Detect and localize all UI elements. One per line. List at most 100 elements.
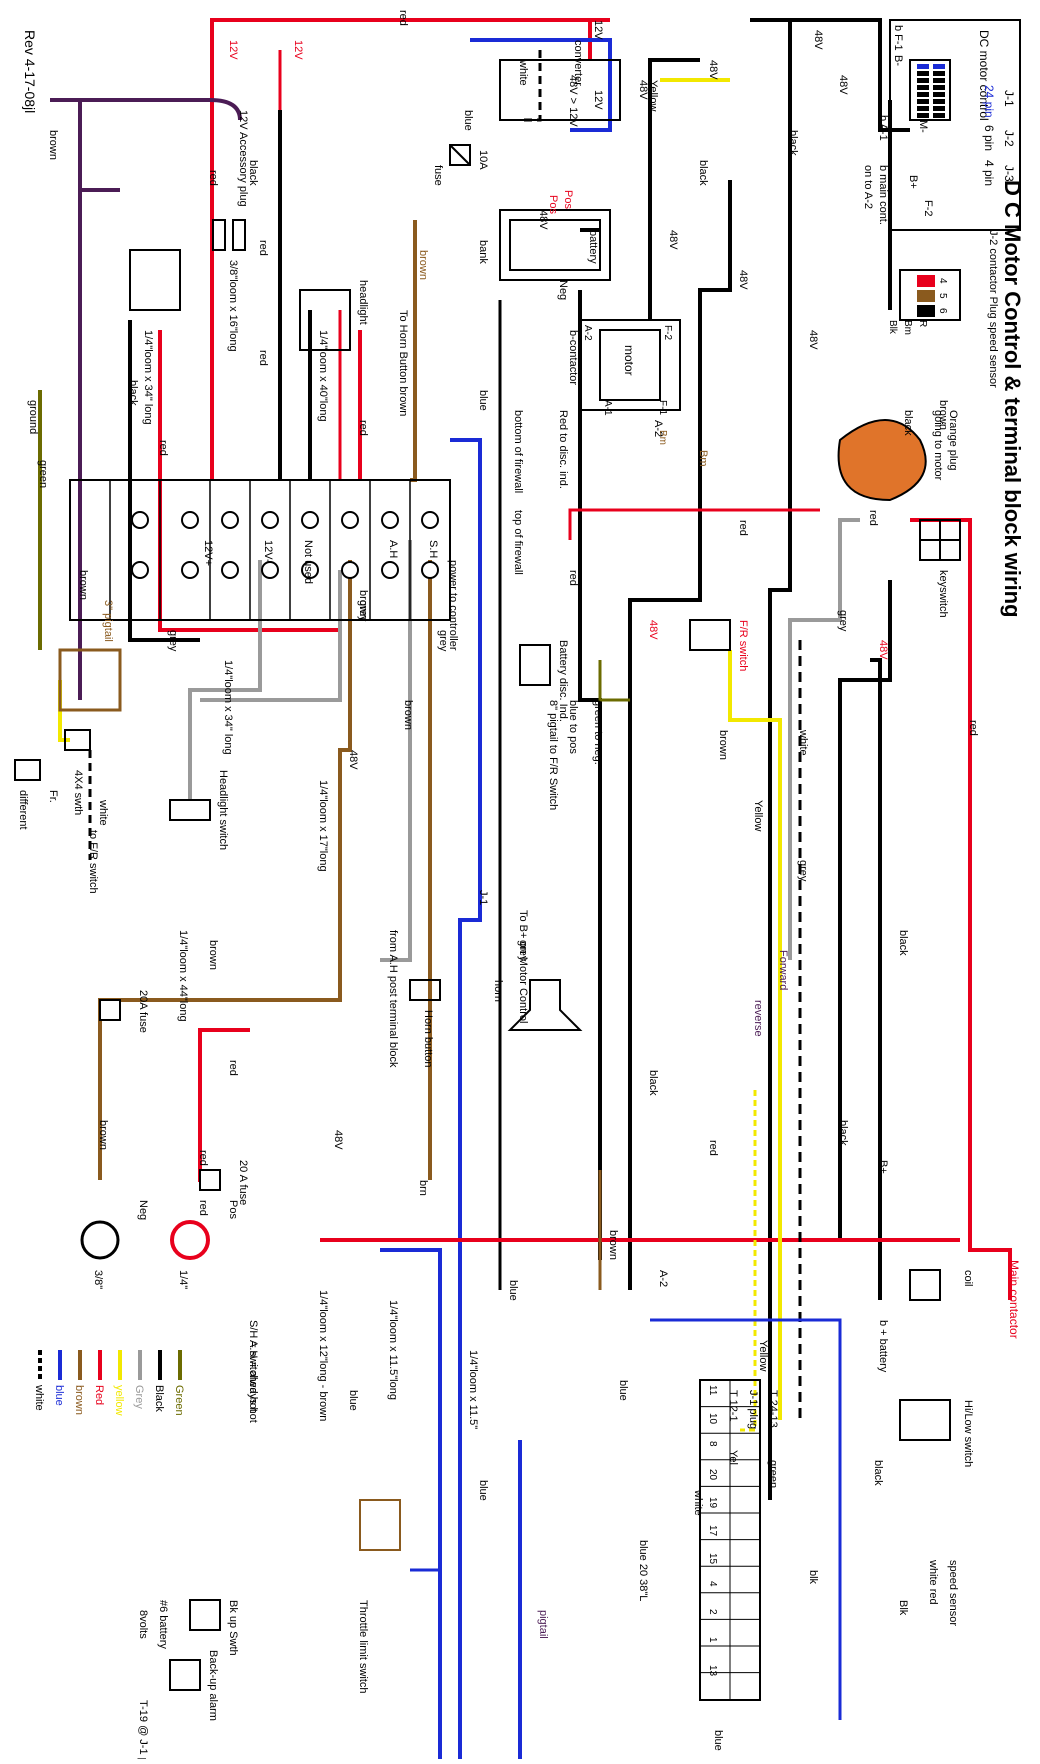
headlight-switch — [169, 799, 211, 821]
lbl-red-k: red — [197, 1150, 209, 1166]
loom17-label: 1/4"loom x 17"long — [317, 780, 329, 872]
battery-bank — [499, 209, 611, 281]
lbl-48v-i: 48V — [647, 620, 659, 640]
terminal-post — [301, 561, 319, 579]
j2-label: J-2 — [1002, 130, 1016, 147]
throttle-switch — [359, 1499, 401, 1551]
lbl-blue-b: blue — [477, 390, 489, 411]
firewall-top: top of firewall — [512, 510, 524, 575]
terminal-post — [341, 561, 359, 579]
wire-black-34 — [128, 320, 200, 642]
battery-pos: Pos — [547, 195, 559, 214]
diagram-title: D C Motor Control & terminal block wirin… — [1000, 180, 1025, 618]
terminal-post — [421, 561, 439, 579]
horn-button — [409, 979, 441, 1001]
4x4-label: 4X4 swth — [72, 770, 84, 815]
wire-red-12v-main — [590, 18, 610, 22]
lbl-48v-j: 48V — [877, 640, 889, 660]
speed-plug-pin4: 4 — [937, 278, 948, 284]
converter-rating: 48V > 12V — [567, 75, 579, 127]
pin4-label: 4 pin — [982, 160, 996, 186]
tb-12vplus: 12V+ — [202, 540, 214, 566]
lbl-ground: ground — [27, 400, 39, 434]
wire-grey-keyswitch — [788, 518, 860, 960]
accessory-loom: 3/8"loom x 16"long — [227, 260, 239, 352]
connector-pins — [917, 64, 945, 118]
pin6-label: 6 pin — [982, 125, 996, 151]
j1-pin-number: 19 — [707, 1497, 718, 1509]
lbl-yellow-a: Yellow — [647, 80, 659, 111]
neg-post — [80, 1220, 120, 1260]
terminal-post — [381, 561, 399, 579]
speed-sensor-blk: Blk — [897, 1600, 909, 1616]
note-a2: on to A-2 — [862, 165, 874, 209]
loom34-label: 1/4"loom x 34" long — [142, 330, 154, 425]
terminal-post — [261, 511, 279, 529]
legend-note-ah: A.H = always hot — [247, 1340, 259, 1423]
lbl-grey-e: grey — [797, 860, 809, 882]
diff-switch — [14, 759, 41, 781]
lbl-red-h: red — [567, 570, 579, 586]
lbl-black-g: black — [897, 930, 909, 956]
j3-label: J-3 — [1002, 165, 1016, 182]
indicator-red: Red to disc. ind. — [557, 410, 569, 489]
fuse-20a-b — [199, 1169, 221, 1191]
lbl-black-h: black — [837, 1120, 849, 1146]
revision: Rev 4-17-08jl — [22, 30, 38, 113]
fr-switch — [689, 619, 731, 651]
speed-plug-blk: Blk — [887, 320, 898, 335]
lbl-brown-g: brown — [717, 730, 729, 760]
post-pos-size: 1/4" — [177, 1270, 189, 1289]
dc-motor-control-box — [889, 19, 1021, 231]
keyswitch-label: keyswitch — [937, 570, 949, 618]
terminal-post — [221, 511, 239, 529]
legend-label: Red — [93, 1385, 105, 1405]
tb-notused: Not used — [302, 540, 314, 584]
connector-pin — [933, 113, 945, 118]
term-bplus: B+ — [907, 175, 919, 189]
fr-label: Fr. — [47, 790, 59, 803]
legend-label: white — [33, 1384, 45, 1411]
terminal-post — [261, 561, 279, 579]
backup-alarm — [169, 1659, 201, 1691]
lbl-blue-a: blue — [462, 110, 474, 131]
j1-pin-number: 13 — [707, 1665, 718, 1677]
terminal-post — [301, 511, 319, 529]
tb-ah: A.H — [387, 540, 399, 558]
wire-blue-115 — [380, 1248, 442, 1760]
headlight-2 — [129, 249, 181, 311]
fuse10-label: 10A — [477, 150, 489, 170]
lbl-grey-c: grey — [437, 630, 449, 652]
backup-alarm-label: Back-up alarm — [207, 1650, 219, 1721]
term-f2: F-2 — [922, 200, 934, 217]
main-contactor — [909, 1269, 941, 1301]
j1-pin-number: 20 — [707, 1469, 718, 1481]
speed-plug-r: R — [917, 320, 928, 327]
wire-black-right — [870, 658, 882, 1300]
orange-plug — [837, 419, 927, 502]
connector-pin — [917, 113, 929, 118]
legend-label: yellow — [113, 1385, 125, 1416]
lbl-yel: Yel — [727, 1450, 739, 1465]
battery-neg: Neg — [557, 280, 569, 300]
indicator-label: Battery disc. Ind. — [557, 640, 569, 722]
throttle-label: Throttle limit switch — [357, 1600, 369, 1694]
lbl-blue2038: blue 20 38"L — [637, 1540, 649, 1601]
battery-inner — [509, 219, 601, 271]
fr-switch-label: F/R switch — [737, 620, 749, 671]
lbl-grey-d: grey — [167, 630, 179, 652]
wire-blue-j1 — [650, 1318, 842, 1720]
hilow-switch — [899, 1399, 951, 1441]
lbl-black-c: black — [247, 160, 259, 186]
lbl-12v-b: 12V — [292, 40, 304, 60]
fuse20-label: 20A fuse — [137, 990, 149, 1033]
lbl-grey-a: grey — [357, 600, 369, 622]
lbl-brown-j: brown — [607, 1230, 619, 1260]
term-mminus: M- — [917, 120, 929, 133]
lbl-a2-a: A-2 — [652, 420, 664, 437]
lbl-blue-g: blue — [712, 1730, 724, 1751]
lbl-power: power to controller — [447, 560, 459, 651]
lbl-48v-d: 48V — [637, 80, 649, 100]
lbl-48v-g: 48V — [737, 270, 749, 290]
